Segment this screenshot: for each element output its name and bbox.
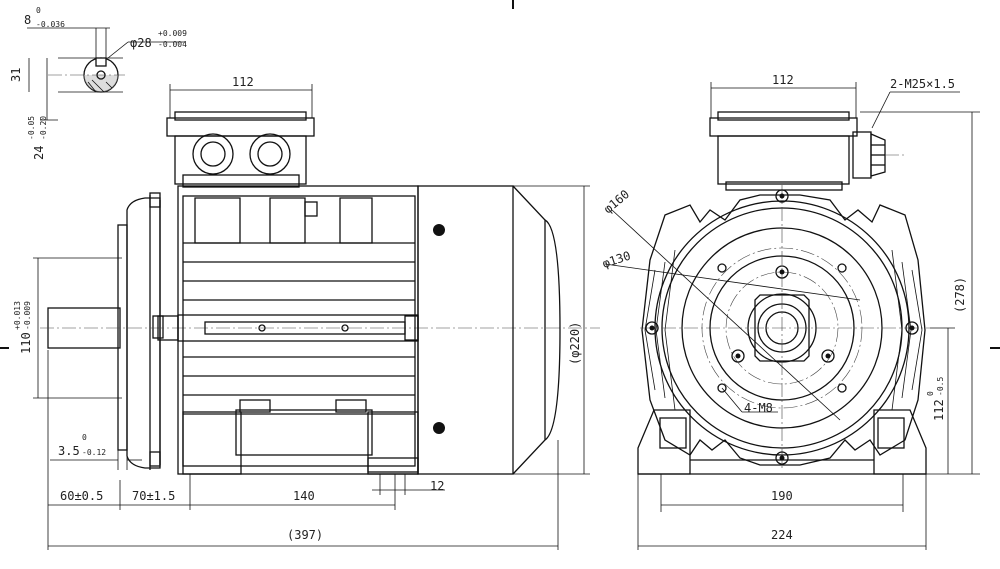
cooling-fins-side bbox=[183, 242, 415, 415]
shaft-dia-label: φ28 bbox=[130, 36, 152, 50]
side-view: 112 bbox=[13, 75, 600, 550]
shaft-height-tol-upper: 0 bbox=[926, 391, 935, 396]
cable-gland-label: 2-M25×1.5 bbox=[890, 77, 955, 91]
shaft-shoulder-label: 70±1.5 bbox=[132, 489, 175, 503]
feet-end bbox=[637, 409, 927, 475]
feet-side bbox=[182, 399, 419, 475]
side-foot-width: 12 bbox=[430, 479, 444, 493]
key-width-label: 8 bbox=[24, 13, 31, 27]
shaft-height-tol-lower: -0.5 bbox=[936, 377, 945, 396]
side-terminal-box-width: 112 bbox=[232, 75, 254, 89]
pcd-outer-label: φ160 bbox=[601, 187, 632, 216]
key-height-label: 31 bbox=[9, 68, 23, 82]
terminal-box-end bbox=[709, 111, 886, 191]
overall-height-label: (278) bbox=[953, 277, 967, 313]
spigot-tol-lower: -0.009 bbox=[23, 301, 32, 330]
shaft-length-label: 60±0.5 bbox=[60, 489, 103, 503]
shaft-key-detail: 8 0 -0.036 φ28 +0.009 -0.004 31 24 -0.05… bbox=[9, 6, 187, 160]
face-holes bbox=[645, 189, 919, 465]
body-dia-label: (φ220) bbox=[568, 322, 582, 365]
flange-tol-upper: 0 bbox=[82, 433, 87, 442]
spigot-dia-label: 110 bbox=[19, 332, 33, 354]
terminal-box-side bbox=[166, 111, 315, 188]
key-width-tol-lower: -0.036 bbox=[36, 20, 65, 29]
end-foot-holes-spacing: 190 bbox=[771, 489, 793, 503]
end-view: 2-M25×1.5 112 bbox=[601, 73, 980, 550]
keyway bbox=[95, 57, 107, 67]
fan-cover-side bbox=[417, 185, 561, 475]
end-terminal-box-width: 112 bbox=[772, 73, 794, 87]
spigot-tol-upper: +0.013 bbox=[13, 301, 22, 330]
flange-tol-lower: -0.12 bbox=[82, 448, 106, 457]
face-holes-label: 4-M8 bbox=[744, 401, 773, 415]
key-width-tol-upper: 0 bbox=[36, 6, 41, 15]
flange-thickness-label: 3.5 bbox=[58, 444, 80, 458]
key-depth-tol-upper: -0.05 bbox=[27, 116, 36, 140]
shaft-dia-tol-upper: +0.009 bbox=[158, 29, 187, 38]
overall-length-label: (397) bbox=[287, 528, 323, 542]
stator-body bbox=[177, 185, 419, 475]
key-depth-label: 24 bbox=[32, 146, 46, 160]
shaft-height-label: 112 bbox=[932, 399, 946, 421]
side-foot-holes-spacing: 140 bbox=[293, 489, 315, 503]
shaft-dia-tol-lower: -0.004 bbox=[158, 40, 187, 49]
end-foot-width: 224 bbox=[771, 528, 793, 542]
key-depth-tol-lower: -0.20 bbox=[39, 116, 48, 140]
